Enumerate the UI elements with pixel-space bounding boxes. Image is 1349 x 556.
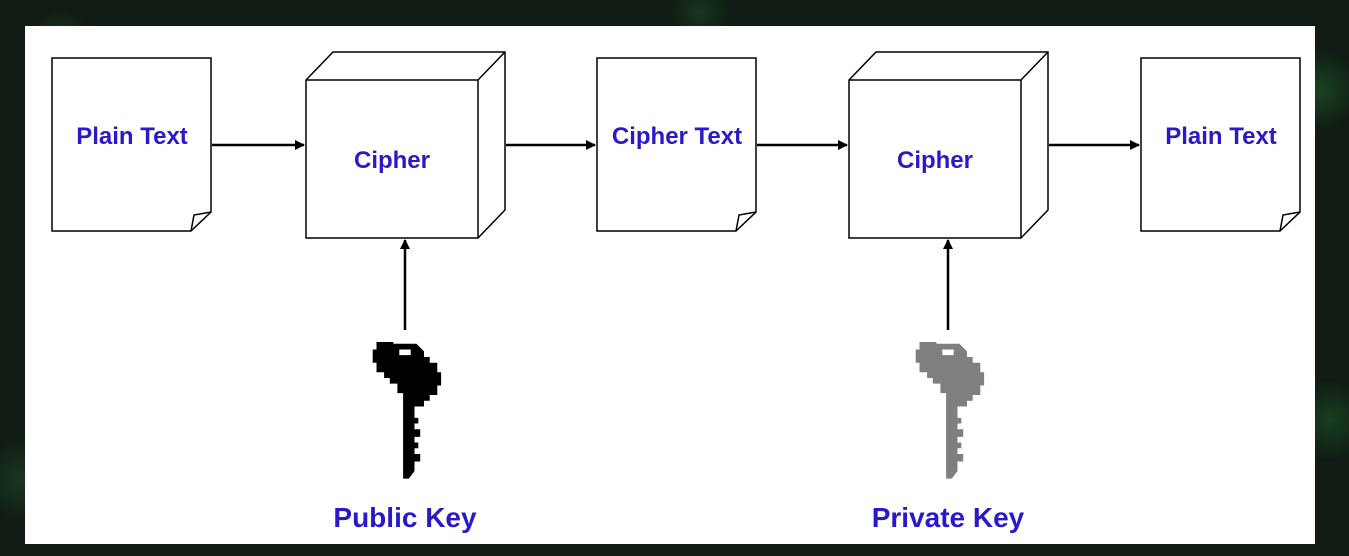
cipher-text-label: Cipher Text: [612, 123, 742, 150]
private-key-label: Private Key: [872, 502, 1025, 533]
public-key-icon: [372, 342, 442, 479]
public-key-label: Public Key: [333, 502, 477, 533]
cipher-label-1: Cipher: [354, 147, 430, 174]
plain-text-label-2: Plain Text: [1165, 123, 1277, 150]
plain-text-document-1: Plain Text: [51, 57, 212, 232]
cipher-text-document: Cipher Text: [596, 57, 757, 232]
cipher-cube-2: Cipher: [848, 51, 1049, 239]
cipher-label-2: Cipher: [897, 147, 973, 174]
private-key-icon: [915, 342, 985, 479]
cipher-cube-1: Cipher: [305, 51, 506, 239]
plain-text-label-1: Plain Text: [76, 123, 188, 150]
plain-text-document-2: Plain Text: [1140, 57, 1301, 232]
